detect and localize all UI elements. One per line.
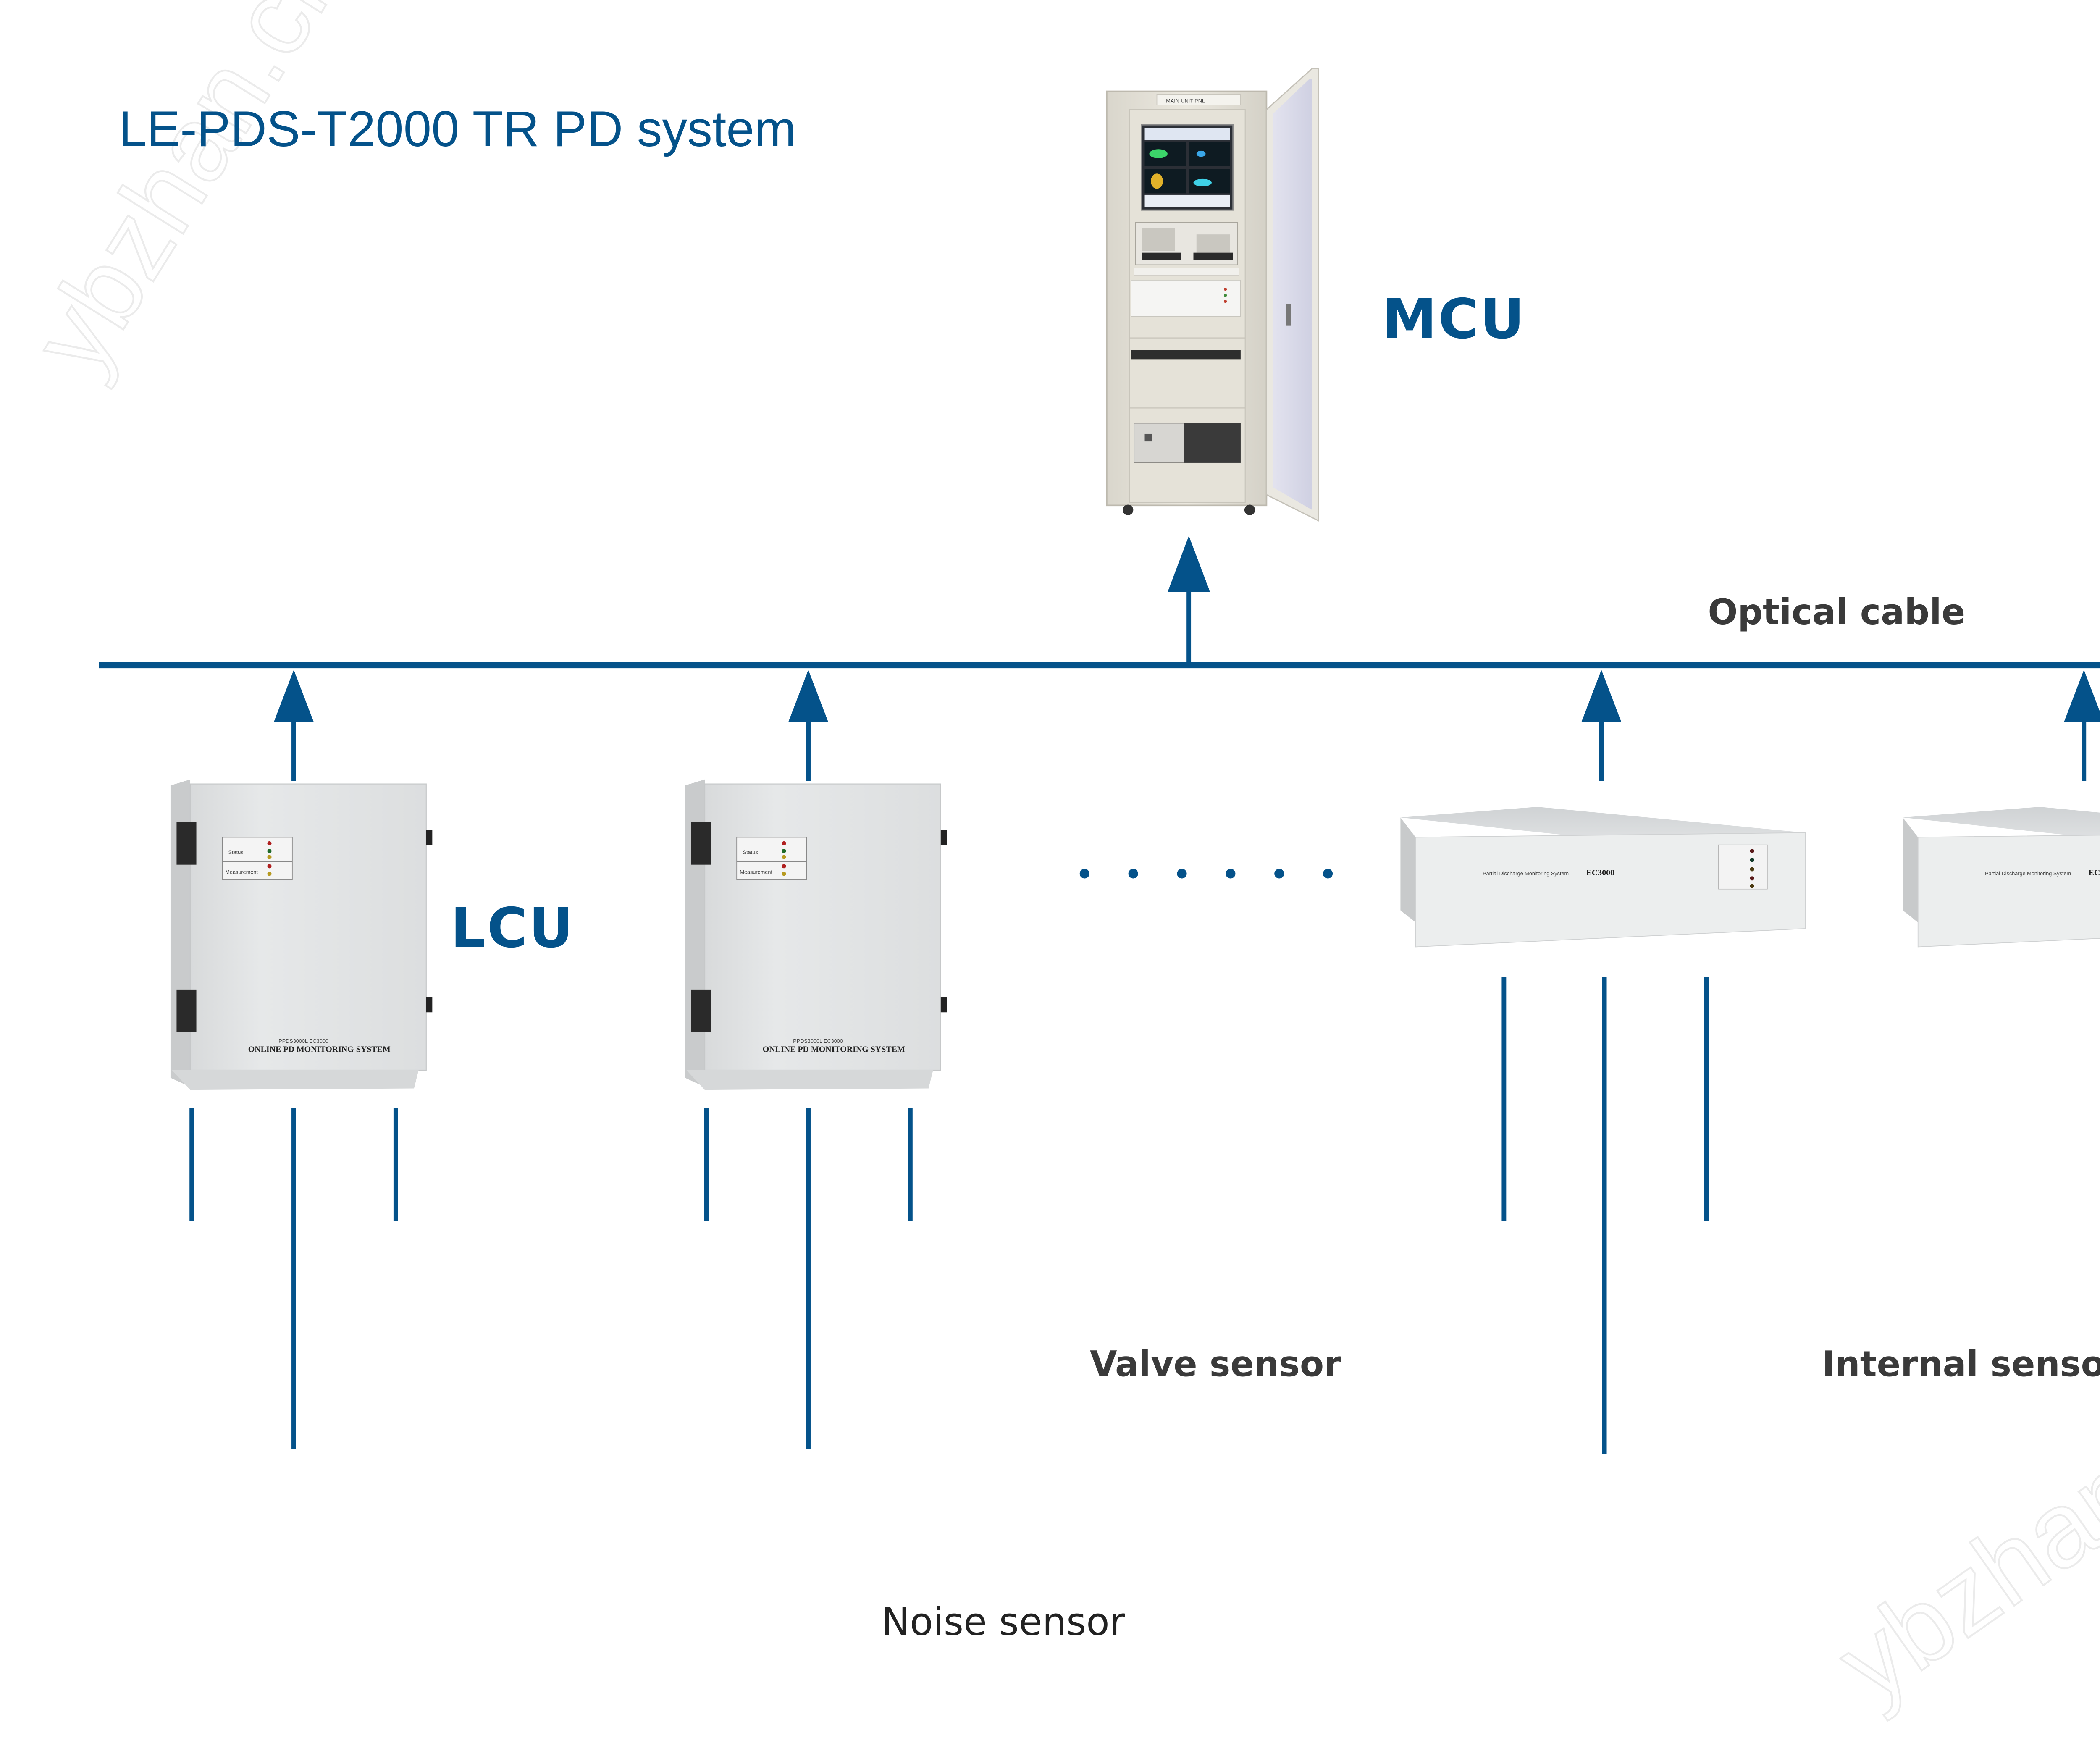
mcu-label: MCU — [1382, 287, 1526, 351]
status-panel-label: Status — [228, 849, 244, 855]
watermark-text-bottom: ybzhan.cn — [1817, 1347, 2100, 1724]
rack-status-panel — [1718, 844, 1768, 890]
internal-sensor-label: Internal sensor — [1822, 1344, 2100, 1385]
lcu-unit-1[interactable]: Status Measurement PPDS3000L EC3000 ONLI… — [170, 779, 433, 1090]
mcu-industrial-pc — [1135, 222, 1238, 265]
mcu-monitor — [1141, 124, 1234, 211]
cabinet-header-label: MAIN UNIT PNL — [1166, 98, 1205, 104]
arrow-lcu-2 — [788, 669, 828, 781]
arrow-to-mcu — [1167, 536, 1210, 667]
lcu-model-text: PPDS3000L EC3000 — [793, 1038, 843, 1044]
lcu-model-text: PPDS3000L EC3000 — [278, 1038, 328, 1044]
valve-sensor-label: Valve sensor — [1090, 1344, 1341, 1385]
cable-gland-top — [176, 822, 197, 865]
rack-model: EC3000 — [1586, 868, 1615, 877]
page-title: LE-PDS-T2000 TR PD system — [119, 101, 796, 157]
mcu-ups — [1134, 423, 1241, 463]
measurement-panel-label: Measurement — [225, 869, 258, 875]
sensor-cables — [189, 977, 1709, 1454]
optical-cable-label: Optical cable — [1708, 592, 1966, 633]
lcu-status-panel: Status Measurement — [222, 837, 293, 880]
lcu-caption-text: ONLINE PD MONITORING SYSTEM — [248, 1045, 391, 1054]
lcu-caption-text: ONLINE PD MONITORING SYSTEM — [763, 1045, 905, 1054]
arrow-rack-2 — [2064, 669, 2100, 781]
rack-brand-line: Partial Discharge Monitoring System — [1483, 871, 1569, 877]
cable-gland-bottom — [176, 989, 197, 1032]
cable-gland-bottom — [691, 989, 711, 1032]
status-panel-label: Status — [743, 849, 758, 855]
rack-unit-2[interactable]: Partial Discharge Monitoring System EC30… — [1903, 806, 2100, 948]
more-units-ellipsis: • • • • • • — [1075, 855, 1347, 894]
mcu-cabinet[interactable]: MAIN UNIT PNL — [1106, 68, 1319, 522]
measurement-panel-label: Measurement — [740, 869, 772, 875]
watermark-text-top: ybzhan.cn — [9, 0, 368, 393]
arrow-lcu-1 — [274, 669, 314, 781]
noise-sensor-label: Noise sensor — [882, 1600, 1126, 1644]
rack-model: EC3000 — [2089, 868, 2100, 877]
rack-brand-line: Partial Discharge Monitoring System — [1985, 871, 2071, 877]
arrow-rack-1 — [1581, 669, 1621, 781]
uplink-arrows — [274, 669, 2100, 781]
lcu-status-panel: Status Measurement — [736, 837, 807, 880]
lcu-unit-2[interactable]: Status Measurement PPDS3000L EC3000 ONLI… — [685, 779, 947, 1090]
door-lock-icon — [1286, 304, 1291, 326]
cable-gland-top — [691, 822, 711, 865]
lcu-label: LCU — [451, 896, 575, 960]
rack-unit-1[interactable]: Partial Discharge Monitoring System EC30… — [1400, 806, 1806, 948]
